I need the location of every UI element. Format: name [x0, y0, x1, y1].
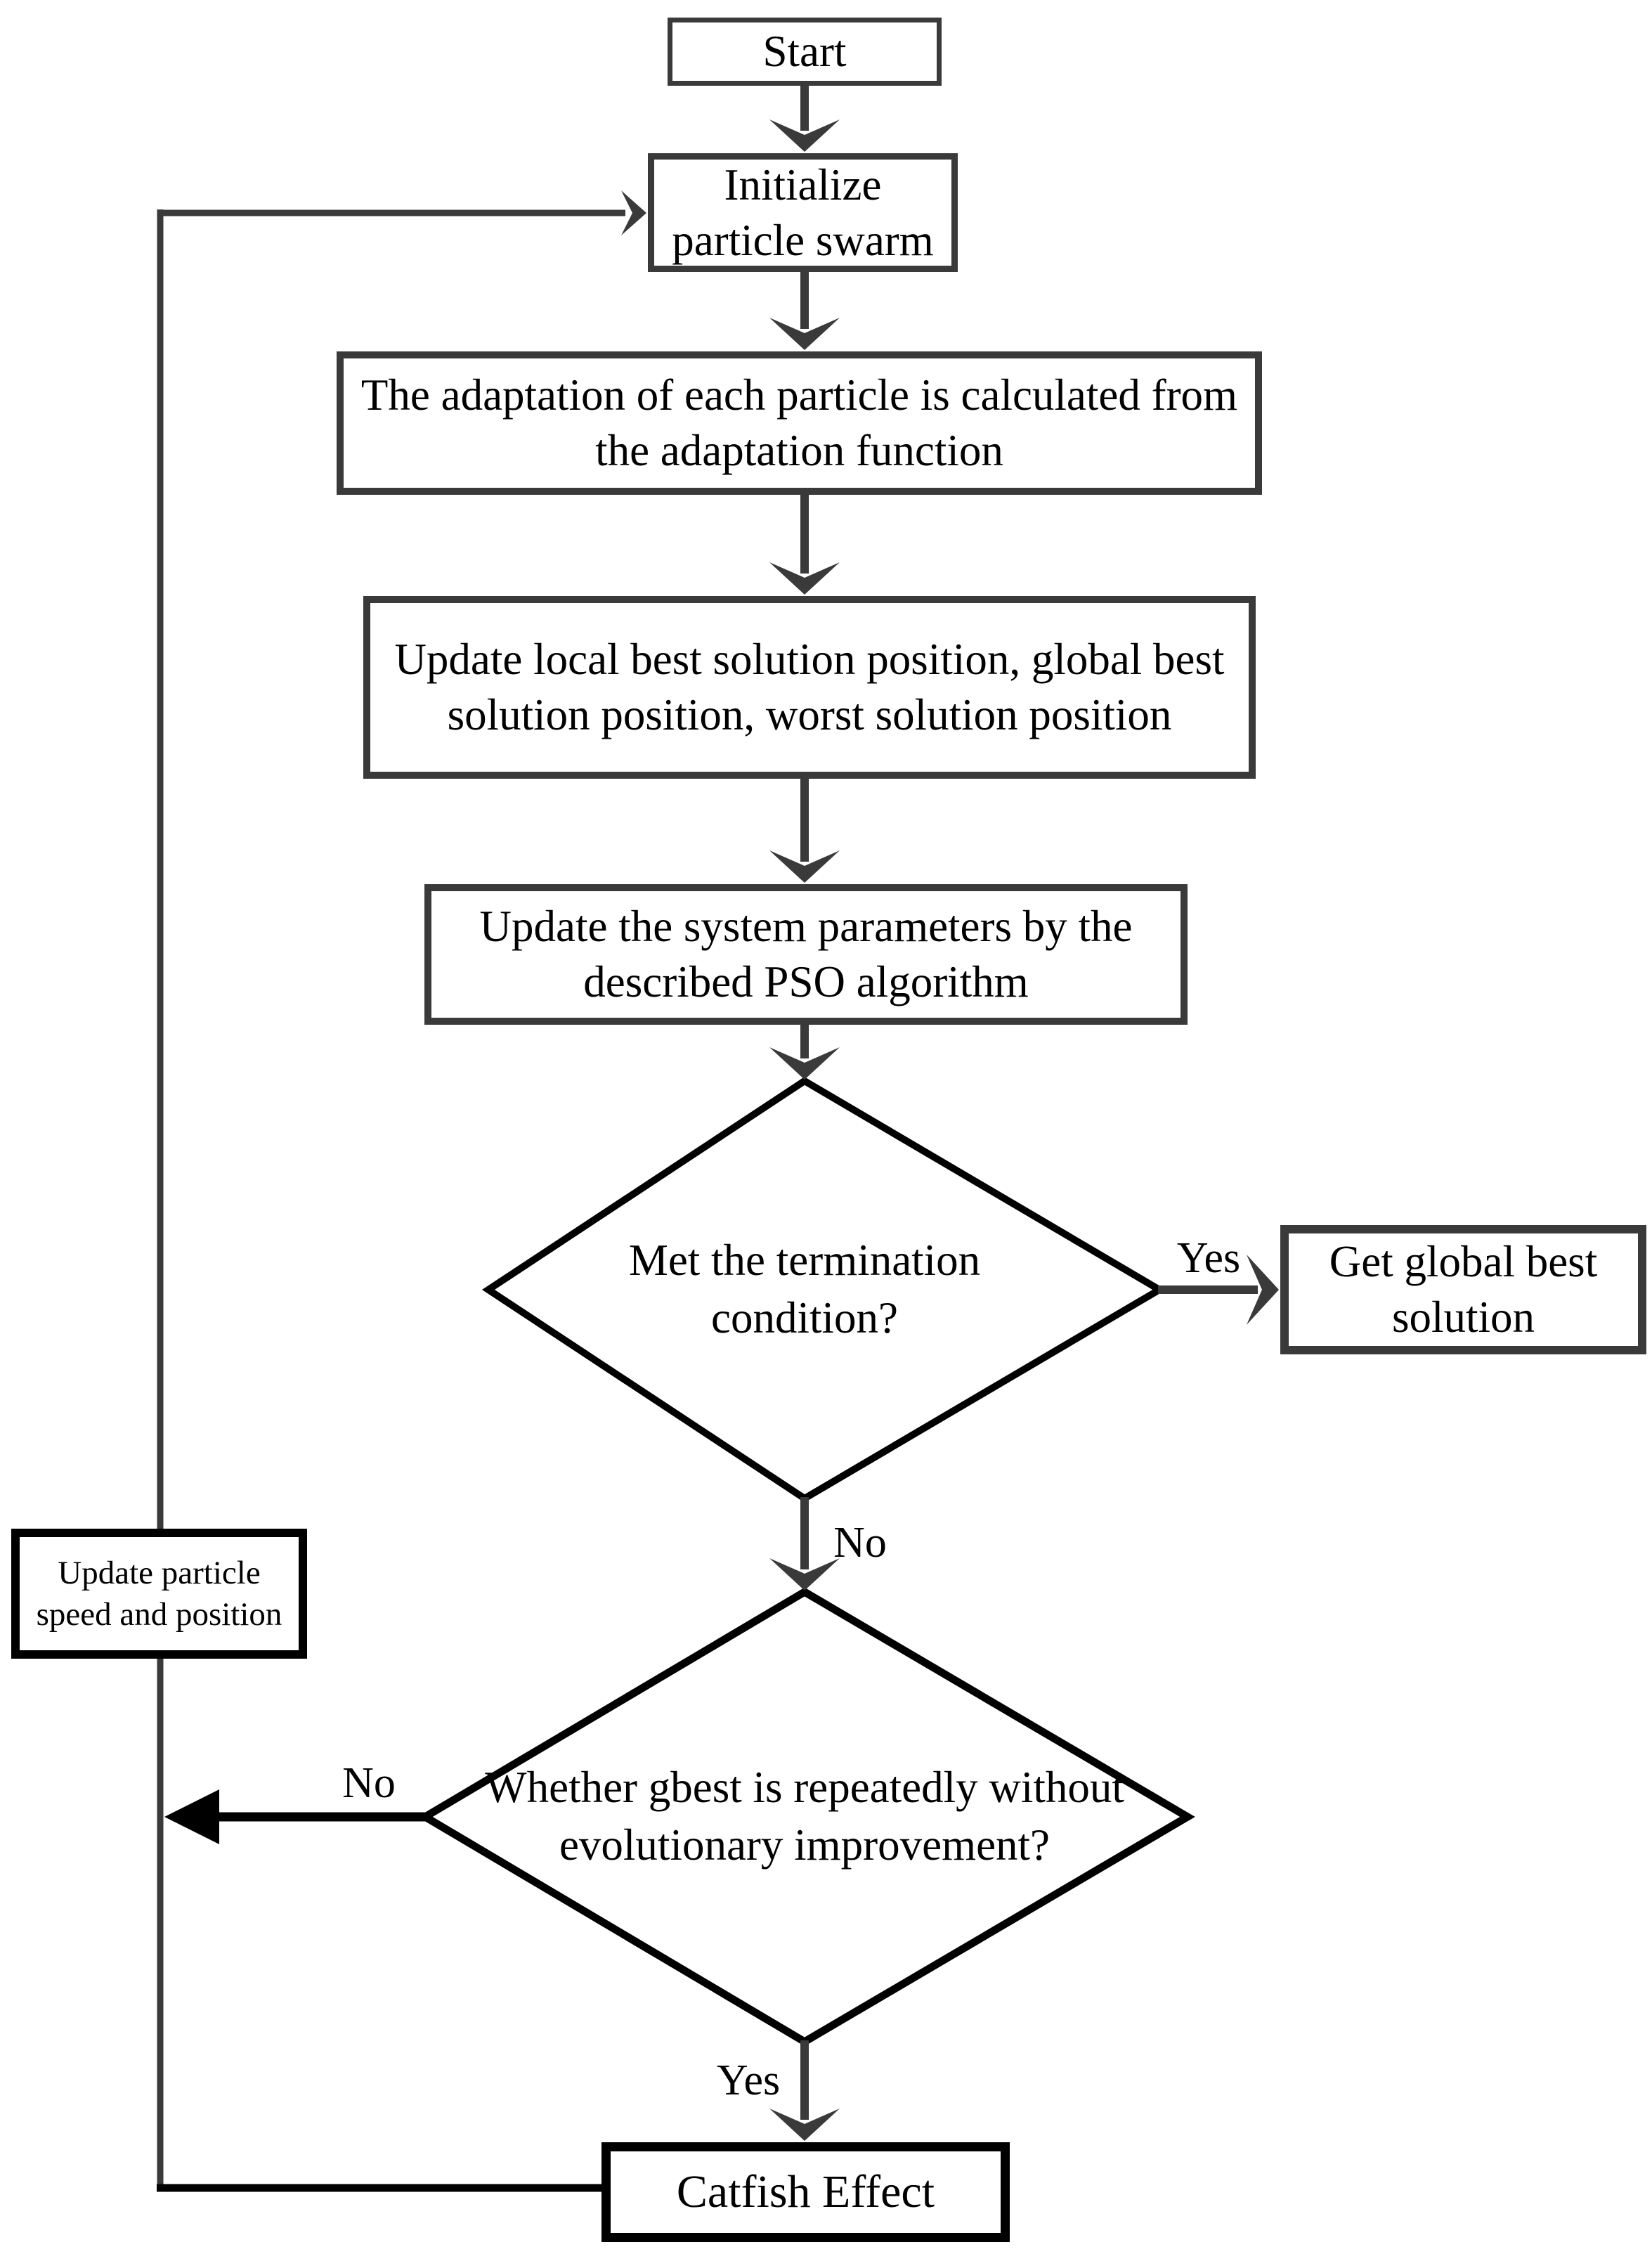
edge-label-termination-yes: Yes — [1176, 1234, 1241, 1282]
edge-label-gbest-no: No — [342, 1759, 396, 1807]
arrowhead-start-to-initialize — [769, 119, 840, 152]
update-particle-node: Update particle speed and position — [11, 1529, 307, 1659]
edge-label-termination-no: No — [833, 1519, 887, 1567]
arrowhead-termination-yes-to-get-global — [1247, 1255, 1279, 1325]
arrowhead-adaptation-to-update-best — [769, 562, 840, 595]
arrowhead-termination-no-to-gbest — [769, 1558, 840, 1591]
edge-label-gbest-yes: Yes — [716, 2057, 781, 2104]
arrowhead-update-params-to-termination — [769, 1047, 840, 1080]
arrowhead-feedback-into-initialize — [621, 190, 646, 235]
arrowhead-update-best-to-update-params — [769, 850, 840, 883]
catfish-effect-node: Catfish Effect — [601, 2142, 1010, 2242]
update-params-node: Update the system parameters by the desc… — [424, 884, 1188, 1025]
arrowhead-gbest-no-to-feedback — [164, 1789, 219, 1844]
update-best-node: Update local best solution position, glo… — [363, 596, 1256, 779]
gbest-diamond — [417, 1587, 1195, 2047]
initialize-node: Initialize particle swarm — [648, 153, 958, 272]
arrowhead-initialize-to-adaptation — [769, 318, 840, 350]
start-node: Start — [668, 18, 942, 86]
adaptation-node: The adaptation of each particle is calcu… — [337, 351, 1262, 495]
termination-diamond — [481, 1077, 1166, 1503]
arrowhead-gbest-yes-to-catfish — [769, 2109, 840, 2141]
get-global-best-node: Get global best solution — [1280, 1225, 1646, 1354]
